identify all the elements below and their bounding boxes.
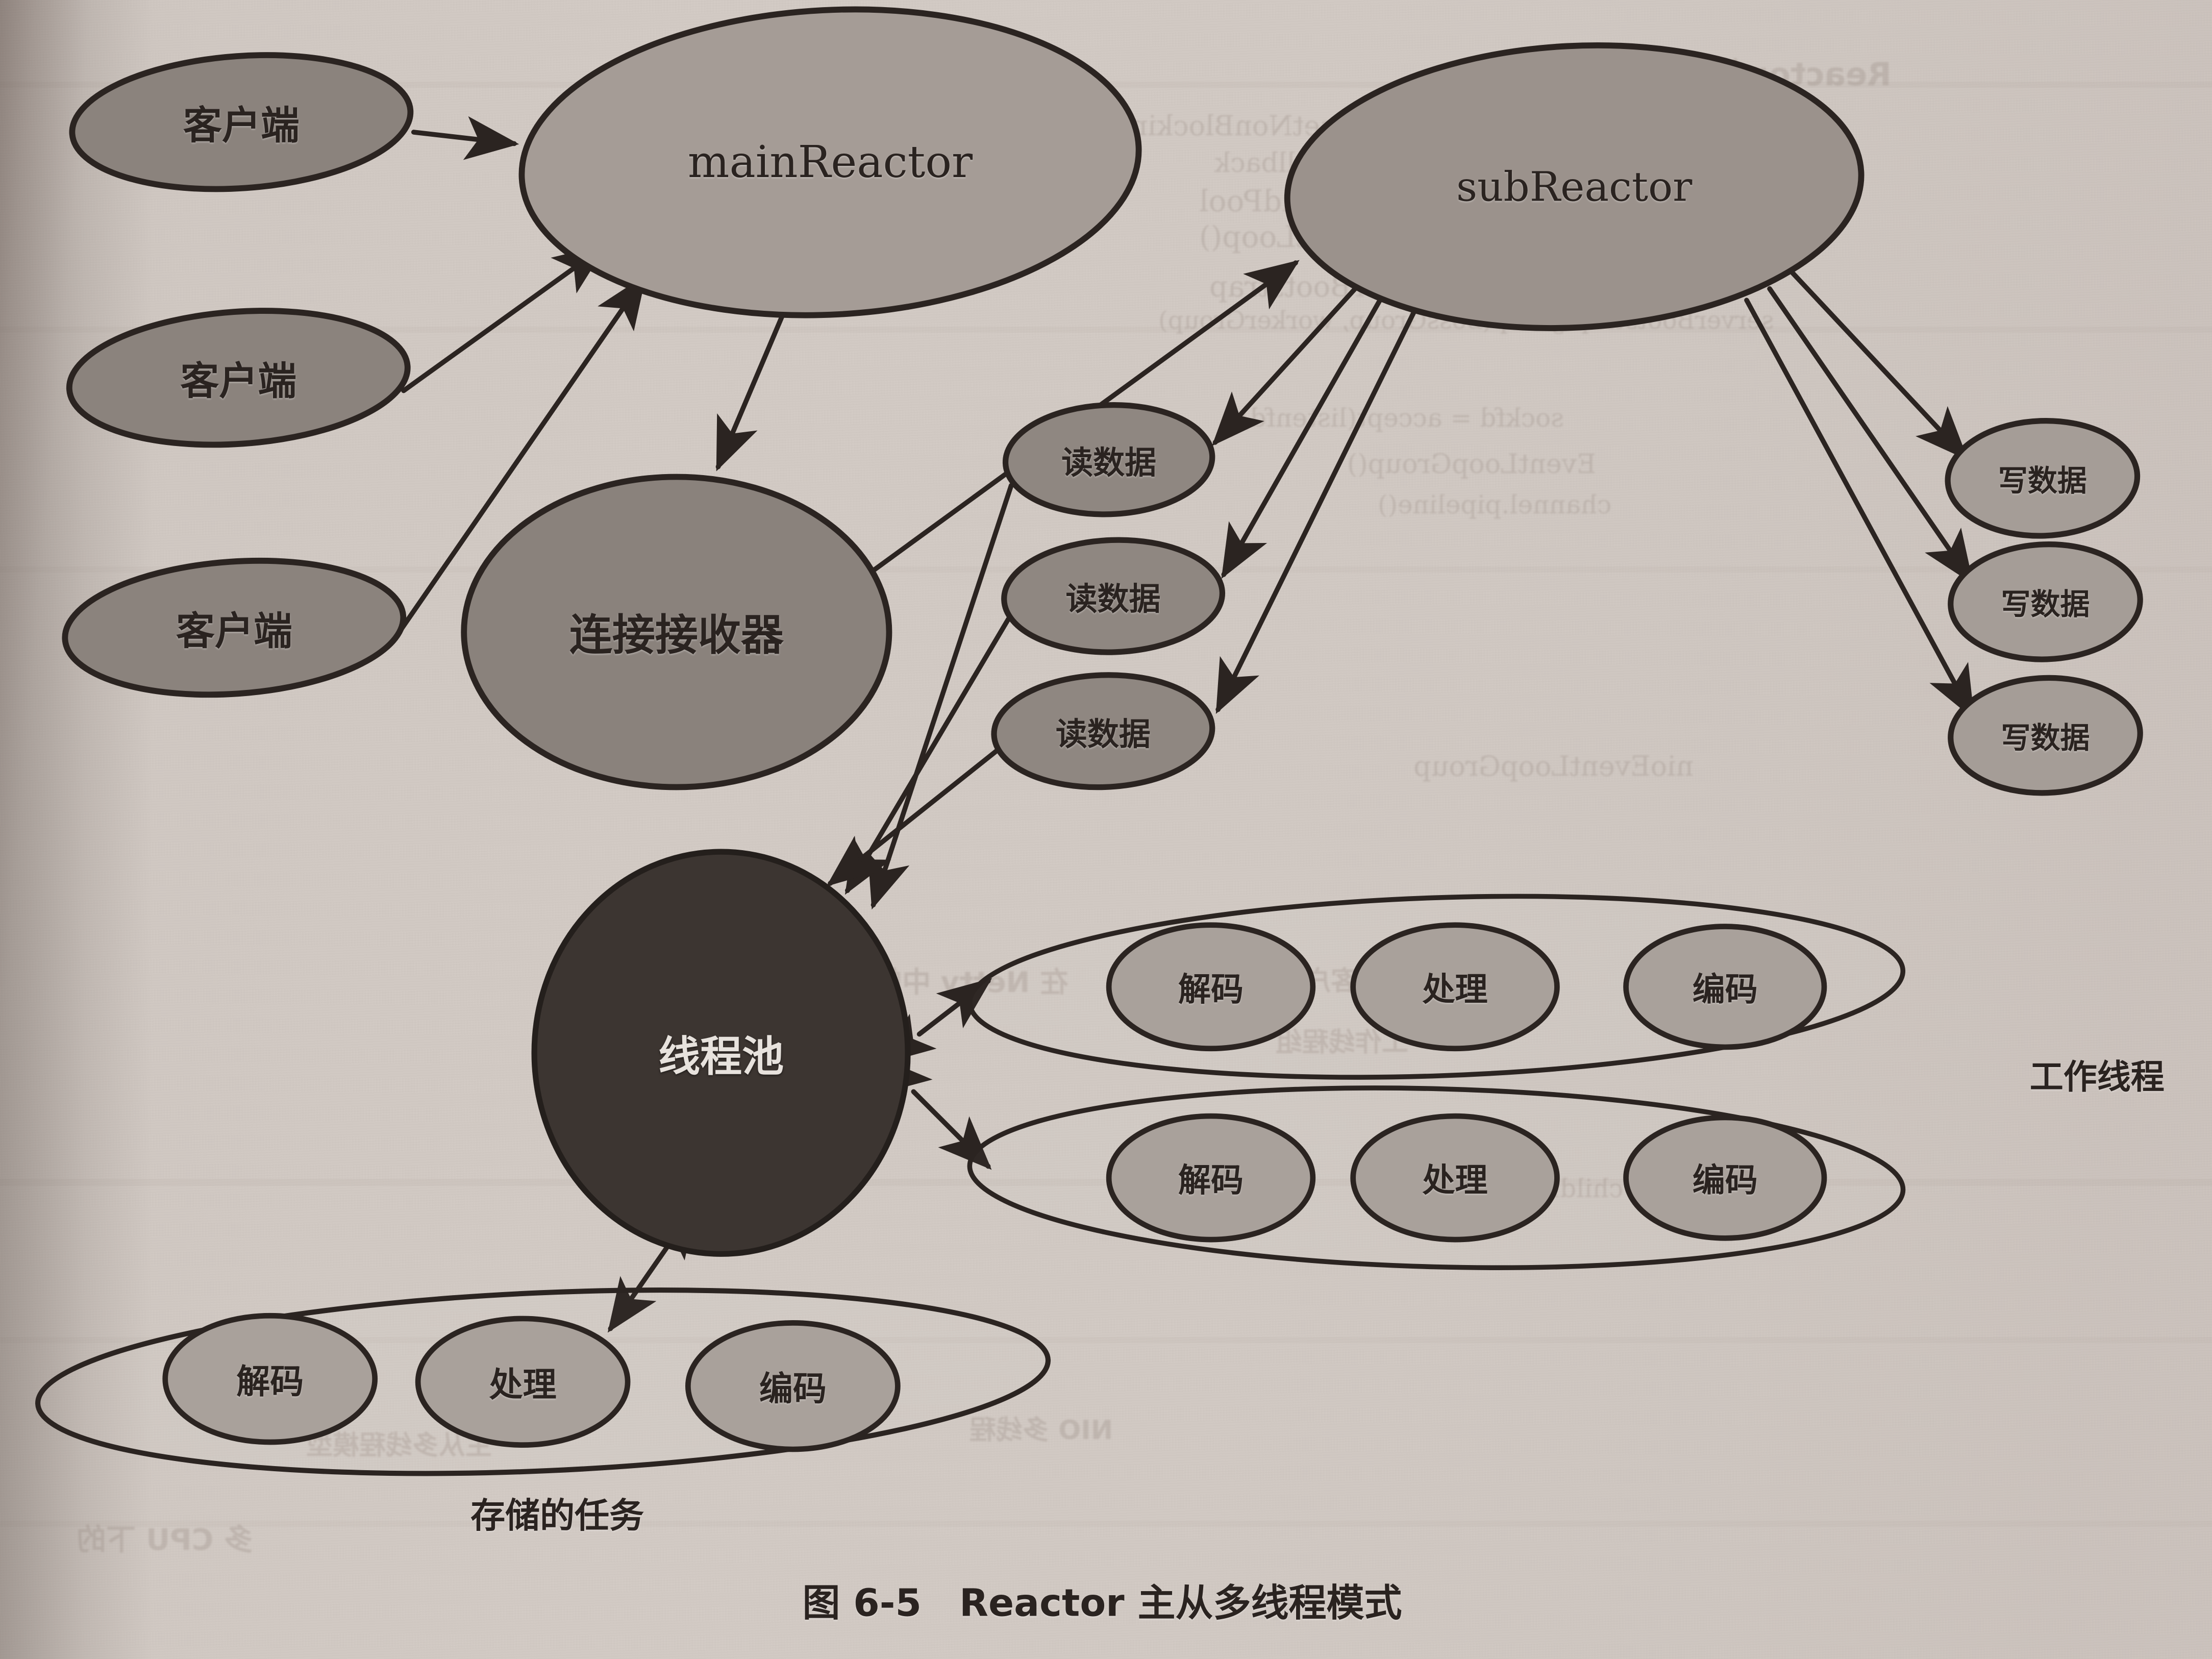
edge-client3-mainreactor: [396, 275, 647, 635]
client-node-3: [62, 557, 407, 698]
client-node-2: [66, 308, 411, 448]
edge-subreactor-read2: [1221, 292, 1386, 579]
acceptor-node: [461, 474, 892, 790]
stored-task-group: [35, 1287, 1051, 1476]
stored-task-stage-node-2: [415, 1316, 631, 1448]
edge-subreactor-read3: [1215, 305, 1419, 714]
sub-reactor-node: [1284, 42, 1865, 331]
edge-client2-mainreactor: [401, 244, 608, 393]
edge-mainreactor-acceptor: [715, 312, 785, 472]
edge-client1-mainreactor: [411, 116, 519, 160]
worker-stage-node-2-3: [1623, 1115, 1827, 1241]
thread-pool-node: [531, 849, 911, 1257]
edge-threadpool-storedtask: [607, 1203, 698, 1333]
write-data-node-2: [1948, 541, 2143, 662]
worker-stage-node-2-2: [1350, 1113, 1560, 1243]
write-data-node-3: [1948, 675, 2143, 796]
stored-task-stage-node-1: [162, 1313, 378, 1445]
edge-subreactor-write1: [1790, 270, 1969, 461]
main-reactor-node: [518, 6, 1142, 318]
write-data-node-1: [1945, 417, 2141, 539]
edge-read3-threadpool: [826, 746, 1002, 887]
edge-subreactor-write2: [1767, 286, 1974, 585]
read-data-node-2: [1001, 537, 1226, 655]
edge-subreactor-read1: [1211, 279, 1364, 447]
worker-stage-node-1-1: [1106, 922, 1316, 1052]
client-node-1: [69, 52, 414, 192]
edge-read1-threadpool: [867, 483, 1014, 910]
edge-subreactor-write3: [1744, 298, 1975, 720]
worker-stage-node-1-2: [1350, 922, 1560, 1052]
worker-stage-node-2-1: [1106, 1113, 1316, 1243]
stored-task-stage-node-3: [685, 1320, 901, 1452]
read-data-node-3: [991, 672, 1215, 790]
worker-stage-node-1-3: [1623, 924, 1827, 1050]
read-data-node-1: [1002, 402, 1215, 517]
